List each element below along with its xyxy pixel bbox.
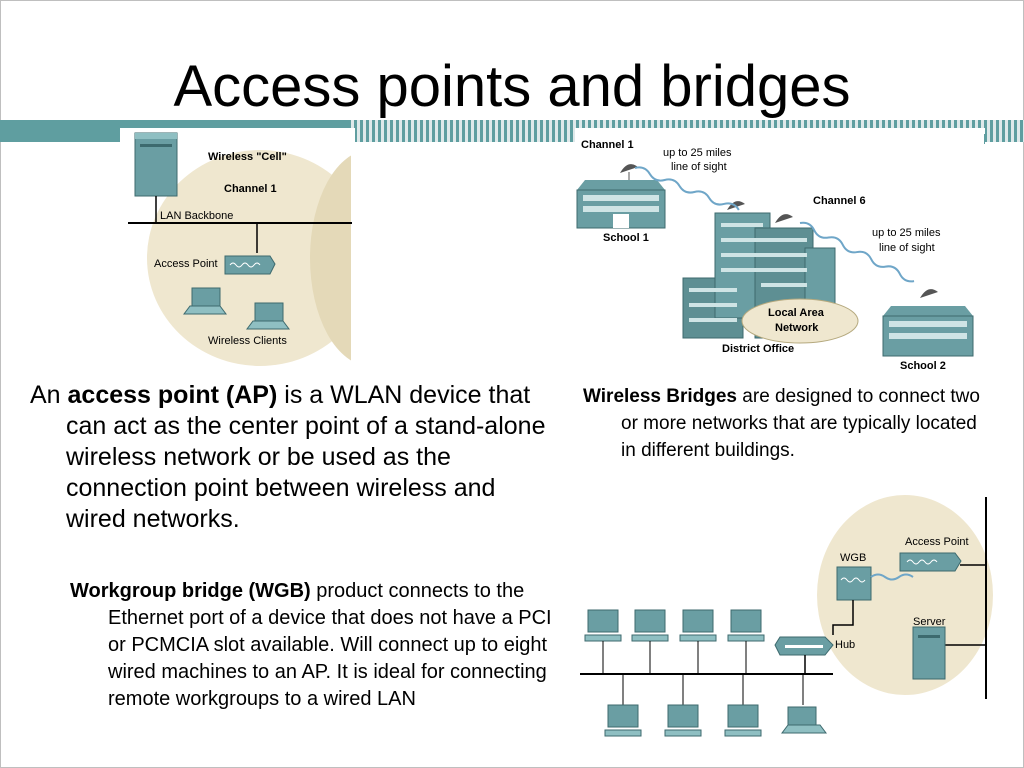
school1-building-icon [576, 180, 666, 229]
ap-term: access point (AP) [67, 381, 278, 409]
access-point-icon [224, 255, 276, 275]
range2-line1: up to 25 miles [872, 227, 941, 239]
desktop-icons-top [584, 609, 765, 674]
channel6-label: Channel 6 [813, 195, 866, 207]
wgb-description: Workgroup bridge (WGB) product connects … [70, 578, 560, 713]
server-icon [134, 132, 178, 197]
server-icon [912, 626, 946, 680]
wgb-rest: product connects to the Ethernet port of… [108, 580, 552, 710]
ap-cell-diagram: Wireless "Cell" Channel 1 LAN Backbone A… [120, 128, 355, 368]
bridges-diagram: Channel 1 up to 25 miles line of sight C… [575, 128, 986, 373]
backbone-label: LAN Backbone [160, 210, 233, 222]
server-label: Server [913, 616, 946, 628]
bridges-rest: are designed to connect two or more netw… [621, 386, 980, 461]
ap-rest: is a WLAN device that can act as the cen… [66, 381, 546, 533]
wgb-diagram: Access Point WGB Server Hub [575, 495, 995, 745]
bridges-term: Wireless Bridges [583, 386, 738, 407]
cell-ellipse-edge [310, 155, 351, 361]
cell-label: Wireless "Cell" [208, 151, 287, 163]
range1-line1: up to 25 miles [663, 147, 732, 159]
lan-ellipse [741, 298, 859, 344]
hub-label: Hub [835, 639, 855, 651]
wireless-link-1 [634, 166, 740, 211]
channel-label: Channel 1 [224, 183, 277, 195]
wgb-label: WGB [840, 552, 866, 564]
district-label: District Office [722, 343, 794, 355]
laptop-icon-2 [246, 302, 290, 330]
school1-label: School 1 [603, 232, 649, 244]
wgb-wireless-link [870, 573, 914, 581]
laptop-icon-1 [183, 287, 227, 315]
lan-line2: Network [775, 322, 819, 334]
access-point-icon [899, 552, 962, 572]
wireless-link-2 [799, 221, 915, 283]
range2-line2: line of sight [879, 242, 935, 254]
stripe-gap-right [575, 128, 985, 142]
dish-icon-school1 [620, 164, 638, 180]
hub-icon [774, 636, 834, 656]
stripe-gap-left [120, 128, 355, 142]
school2-building-icon [882, 289, 974, 357]
bridges-description: Wireless Bridges are designed to connect… [583, 383, 993, 464]
channel1-label: Channel 1 [581, 139, 634, 151]
access-point-description: An access point (AP) is a WLAN device th… [30, 380, 550, 535]
clients-label: Wireless Clients [208, 335, 287, 347]
wgb-device-icon [836, 566, 872, 601]
wgb-ap-label: Access Point [905, 536, 969, 548]
wgb-term: Workgroup bridge (WGB) [70, 580, 311, 602]
ap-label: Access Point [154, 258, 218, 270]
school2-label: School 2 [900, 360, 946, 372]
range1-line2: line of sight [671, 161, 727, 173]
slide-title: Access points and bridges [173, 54, 851, 119]
ap-lead: An [30, 381, 68, 409]
desktop-icons-bottom [604, 674, 827, 737]
lan-line1: Local Area [768, 307, 825, 319]
